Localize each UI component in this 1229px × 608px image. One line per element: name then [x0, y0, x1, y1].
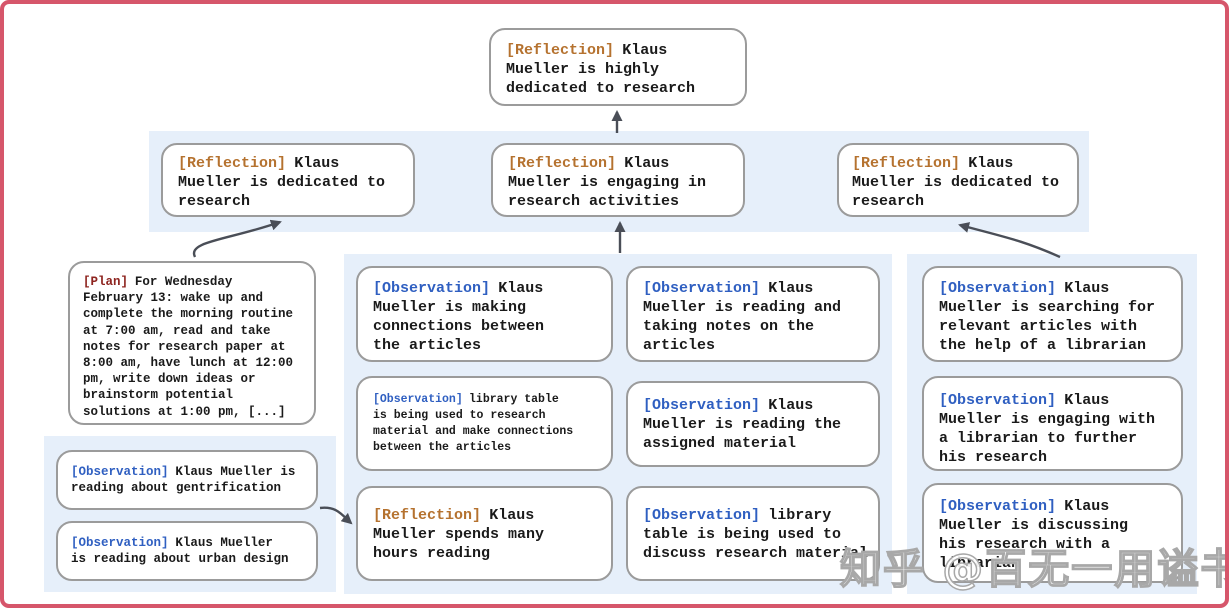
node-text: Klaus Mueller is reading and taking note…: [643, 280, 842, 354]
node-text: Klaus Mueller is searching for relevant …: [939, 280, 1156, 354]
node-reflection-right: [Reflection]Klaus Mueller is dedicated t…: [837, 143, 1079, 217]
node-reflection-middle: [Reflection]Klaus Mueller is engaging in…: [491, 143, 745, 217]
node-text: Klaus Mueller is reading about urban des…: [71, 536, 289, 567]
reflection-tag: [Reflection]: [178, 155, 287, 172]
node-obs-searching-articles: [Observation]Klaus Mueller is searching …: [922, 266, 1183, 362]
node-obs-library-table-discuss: [Observation]library table is being used…: [626, 486, 880, 581]
node-text: For Wednesday February 13: wake up and c…: [83, 275, 294, 419]
observation-tag: [Observation]: [939, 280, 1057, 297]
observation-tag: [Observation]: [643, 397, 761, 414]
node-text: Klaus Mueller is highly dedicated to res…: [506, 42, 696, 97]
node-text: Klaus Mueller is dedicated to research: [852, 155, 1060, 210]
node-reflection-hours-reading: [Reflection]Klaus Mueller spends many ho…: [356, 486, 613, 581]
watermark: 知乎 @百无一用谥书生: [839, 544, 1225, 594]
node-text: Klaus Mueller is engaging in research ac…: [508, 155, 707, 210]
node-text: Klaus Mueller is discussing his research…: [939, 498, 1129, 572]
node-top-reflection: [Reflection]Klaus Mueller is highly dedi…: [489, 28, 747, 106]
observation-tag: [Observation]: [939, 392, 1057, 409]
node-reflection-left: [Reflection]Klaus Mueller is dedicated t…: [161, 143, 415, 217]
reflection-tag: [Reflection]: [373, 507, 482, 524]
node-plan: [Plan]For Wednesday February 13: wake up…: [68, 261, 316, 425]
plan-tag: [Plan]: [83, 275, 129, 289]
node-text: library table is being used to discuss r…: [643, 507, 869, 562]
observation-tag: [Observation]: [373, 393, 463, 406]
node-obs-assigned-material: [Observation]Klaus Mueller is reading th…: [626, 381, 880, 467]
node-text: Klaus Mueller is reading the assigned ma…: [643, 397, 842, 452]
observation-tag: [Observation]: [643, 507, 761, 524]
node-text: Klaus Mueller is engaging with a librari…: [939, 392, 1156, 466]
reflection-tag: [Reflection]: [852, 155, 961, 172]
node-obs-library-table-research: [Observation]library table is being used…: [356, 376, 613, 471]
node-text: Klaus Mueller is reading about gentrific…: [71, 465, 296, 496]
node-obs-discussing-librarian: [Observation]Klaus Mueller is discussing…: [922, 483, 1183, 583]
node-obs-engaging-librarian: [Observation]Klaus Mueller is engaging w…: [922, 376, 1183, 471]
observation-tag: [Observation]: [71, 465, 169, 479]
node-obs-urban-design: [Observation]Klaus Mueller is reading ab…: [56, 521, 318, 581]
observation-tag: [Observation]: [71, 536, 169, 550]
node-text: Klaus Mueller is dedicated to research: [178, 155, 386, 210]
node-text: Klaus Mueller spends many hours reading: [373, 507, 545, 562]
reflection-tag: [Reflection]: [506, 42, 615, 59]
observation-tag: [Observation]: [373, 280, 491, 297]
observation-tag: [Observation]: [643, 280, 761, 297]
node-text: Klaus Mueller is making connections betw…: [373, 280, 545, 354]
node-text: library table is being used to research …: [373, 393, 574, 454]
reflection-tag: [Reflection]: [508, 155, 617, 172]
node-obs-making-connections: [Observation]Klaus Mueller is making con…: [356, 266, 613, 362]
observation-tag: [Observation]: [939, 498, 1057, 515]
node-obs-taking-notes: [Observation]Klaus Mueller is reading an…: [626, 266, 880, 362]
node-obs-gentrification: [Observation]Klaus Mueller is reading ab…: [56, 450, 318, 510]
